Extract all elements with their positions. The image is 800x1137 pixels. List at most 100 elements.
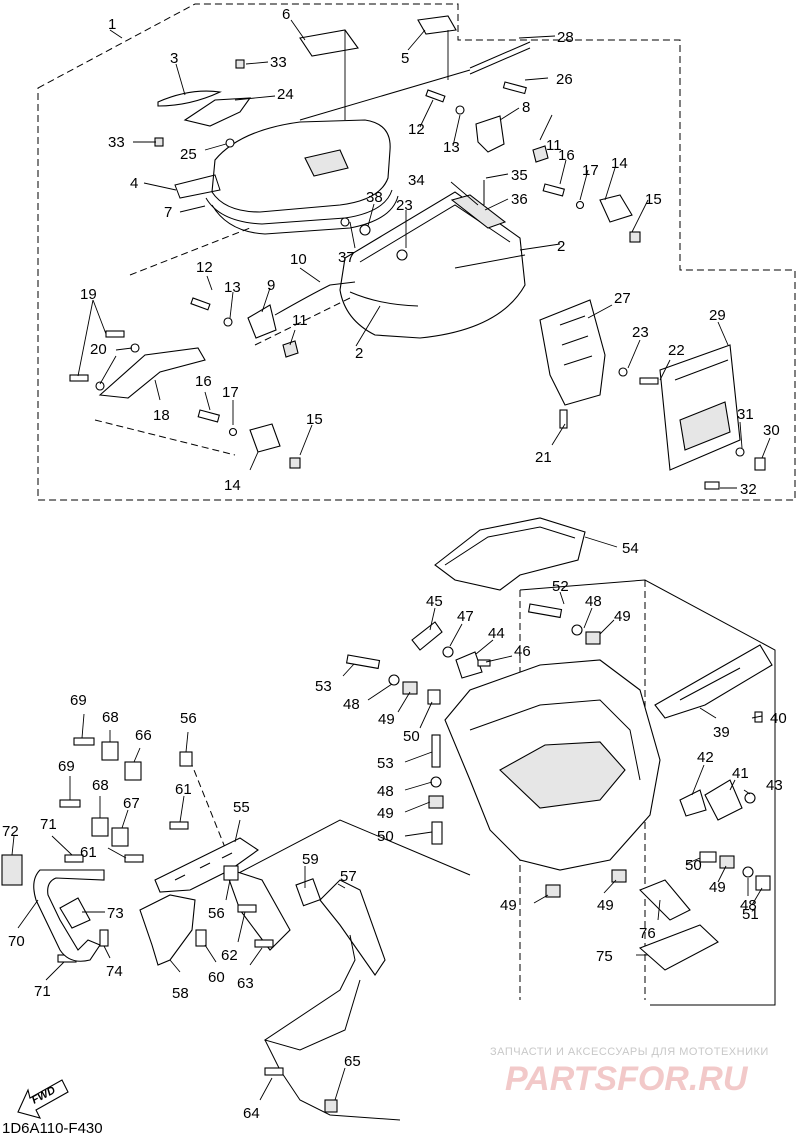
callout-8: 8 — [522, 99, 530, 116]
callout-76: 76 — [639, 925, 656, 942]
callout-16a: 16 — [558, 147, 575, 164]
callout-23b: 23 — [632, 324, 649, 341]
nut-65 — [324, 1099, 338, 1113]
clip-45 — [411, 621, 443, 651]
callout-61a: 61 — [175, 781, 192, 798]
lid-latch-plate — [304, 149, 349, 177]
callout-29: 29 — [709, 307, 726, 324]
guard-plate-73 — [59, 897, 91, 929]
case-inner — [359, 204, 511, 263]
bolt-19a — [105, 330, 125, 338]
spacer-50b — [431, 821, 443, 845]
bracket-58 — [139, 894, 196, 966]
reflector-29-grid — [679, 401, 731, 451]
callout-9: 9 — [267, 277, 275, 294]
callout-48a: 48 — [585, 593, 602, 610]
stay-27 — [539, 299, 606, 406]
callout-12a: 12 — [408, 121, 425, 138]
callout-22: 22 — [668, 342, 685, 359]
callout-47: 47 — [457, 608, 474, 625]
lower-boundary — [234, 819, 471, 876]
collar-49c — [428, 795, 444, 809]
decal-6 — [299, 29, 359, 57]
washer-48c — [430, 776, 442, 788]
callout-49b: 49 — [378, 711, 395, 728]
callout-labels: 1 2 2 3 4 5 6 7 8 9 10 11 11 12 12 13 13… — [2, 6, 787, 1122]
bolt-30 — [754, 457, 766, 471]
callout-36: 36 — [511, 191, 528, 208]
washer-48d — [742, 866, 754, 878]
collar-49d — [719, 855, 735, 869]
bolt-71a — [64, 854, 84, 863]
callout-51: 51 — [742, 906, 759, 923]
bolt-16b — [197, 409, 220, 423]
callout-43: 43 — [766, 777, 783, 794]
bolt-69a — [73, 737, 95, 746]
plate-41 — [704, 779, 743, 821]
grommet-23a — [396, 249, 408, 261]
callout-23a: 23 — [396, 197, 413, 214]
callout-56a: 56 — [180, 710, 197, 727]
mount-bracket-18 — [98, 347, 206, 399]
callout-55: 55 — [233, 799, 250, 816]
callout-68b: 68 — [92, 777, 109, 794]
callout-18: 18 — [153, 407, 170, 424]
callout-41: 41 — [732, 765, 749, 782]
damper-68a — [101, 741, 119, 761]
bolt-12a — [425, 89, 446, 103]
callout-33a: 33 — [270, 54, 287, 71]
spacer-50c — [699, 851, 717, 863]
assembly-1-boundary — [37, 3, 796, 501]
saddlebag-case — [339, 191, 526, 339]
case-lower-inner — [469, 699, 641, 781]
callout-20: 20 — [90, 341, 107, 358]
bolt-53a — [345, 654, 381, 670]
guard-rail-70 — [33, 869, 105, 962]
callout-58: 58 — [172, 985, 189, 1002]
callout-17a: 17 — [582, 162, 599, 179]
pad-54 — [434, 517, 586, 591]
callout-65: 65 — [344, 1053, 361, 1070]
stay-27-holes — [559, 315, 593, 366]
reflector-29 — [659, 344, 741, 471]
grommet-38 — [359, 224, 371, 236]
lid-rim — [211, 195, 399, 235]
bolt-63 — [254, 939, 274, 948]
callout-21: 21 — [535, 449, 552, 466]
callout-67: 67 — [123, 795, 140, 812]
collar-56a — [179, 751, 193, 767]
cable-rod — [299, 69, 471, 121]
callout-71a: 71 — [40, 816, 57, 833]
washer-25 — [225, 138, 235, 148]
callout-12b: 12 — [196, 259, 213, 276]
handle-bracket-24 — [183, 97, 252, 127]
case-lower-well — [499, 741, 626, 809]
gasket-4 — [174, 174, 221, 199]
callout-26: 26 — [556, 71, 573, 88]
callout-70: 70 — [8, 933, 25, 950]
callout-2b: 2 — [355, 345, 363, 362]
collar-56b — [223, 865, 239, 881]
reflector-72 — [1, 854, 23, 886]
clip-33a — [235, 59, 245, 69]
callout-63: 63 — [237, 975, 254, 992]
nut-43 — [744, 792, 756, 804]
callout-33b: 33 — [108, 134, 125, 151]
callout-48d: 48 — [740, 897, 757, 914]
callout-44: 44 — [488, 625, 505, 642]
callout-11a: 11 — [546, 137, 562, 154]
case-opening — [450, 194, 507, 229]
callout-48b: 48 — [343, 696, 360, 713]
bolt-61a — [169, 821, 189, 830]
callout-53b: 53 — [377, 755, 394, 772]
callout-19: 19 — [80, 286, 97, 303]
cable-10 — [274, 281, 356, 316]
callout-1: 1 — [108, 16, 116, 33]
callout-66: 66 — [135, 727, 152, 744]
latch-44 — [455, 651, 483, 679]
callout-38: 38 — [366, 189, 383, 206]
callout-6: 6 — [282, 6, 290, 23]
callout-69a: 69 — [70, 692, 87, 709]
nut-15a — [629, 231, 641, 243]
